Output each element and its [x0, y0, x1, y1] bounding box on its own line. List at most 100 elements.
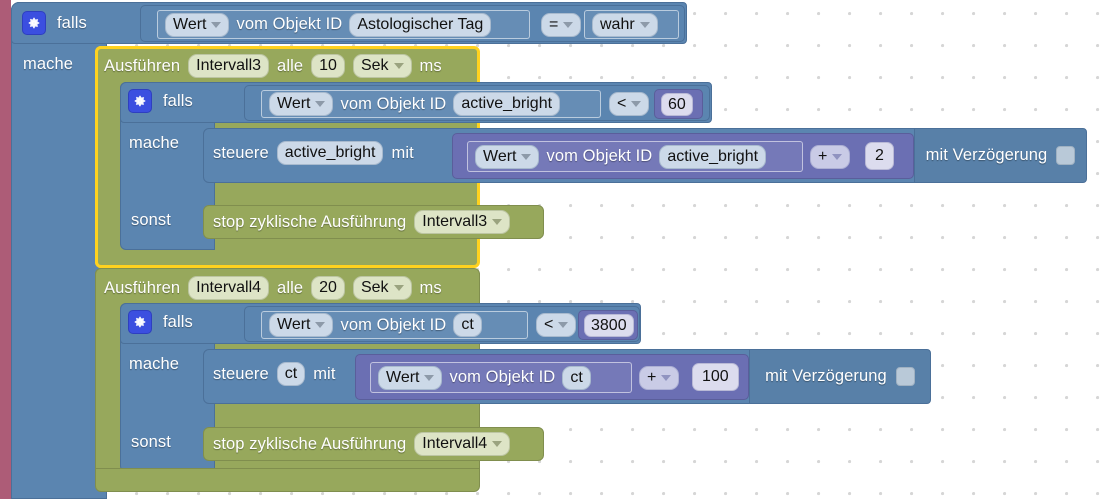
- object-id-field[interactable]: active_bright: [659, 144, 767, 169]
- interval3-unit-dropdown[interactable]: Sek: [352, 54, 412, 78]
- interval3-delay-label: mit Verzögerung: [925, 146, 1048, 165]
- block-interval3-condition-compare[interactable]: Wert vom Objekt ID active_bright < 60: [244, 85, 710, 121]
- outer-condition-operator: =: [549, 16, 559, 33]
- interval3-else-keyword: sonst: [131, 211, 171, 229]
- interval4-do-keyword: mache: [129, 355, 180, 373]
- text-of-object-label: vom Objekt ID: [236, 15, 343, 34]
- chevron-down-icon: [563, 22, 574, 28]
- object-id-field[interactable]: Astologischer Tag: [349, 12, 492, 37]
- interval4-arith-operator: +: [647, 369, 657, 386]
- chevron-down-icon: [521, 153, 532, 160]
- interval4-arith-operator-dropdown[interactable]: +: [639, 366, 680, 390]
- block-outer-condition-compare[interactable]: Wert vom Objekt ID Astologischer Tag =: [140, 5, 685, 42]
- interval4-unit-dropdown[interactable]: Sek: [352, 276, 412, 300]
- interval4-amount-field[interactable]: 20: [311, 276, 345, 300]
- chevron-down-icon: [424, 374, 435, 381]
- interval4-arith-operand: 100: [702, 368, 729, 385]
- flyout-edge: [0, 0, 11, 499]
- interval4-delay-label: mit Verzögerung: [765, 367, 887, 386]
- object-id-field[interactable]: ct: [562, 365, 591, 390]
- interval3-stop-name: Intervall3: [422, 213, 488, 230]
- text-of-object-label: vom Objekt ID: [449, 368, 556, 387]
- object-id-field[interactable]: active_bright: [453, 92, 561, 116]
- gear-icon[interactable]: [22, 11, 46, 35]
- block-interval3-body: [95, 46, 120, 268]
- interval4-control-with-keyword: mit: [313, 364, 336, 383]
- value-selector-dropdown[interactable]: Wert: [475, 144, 540, 169]
- outer-condition-value-dropdown[interactable]: wahr: [592, 12, 658, 37]
- chevron-down-icon: [492, 219, 503, 225]
- interval4-arith-left-operand[interactable]: Wert vom Objekt ID ct: [370, 362, 632, 393]
- interval3-unit-suffix: ms: [419, 56, 442, 75]
- interval4-control-keyword: steuere: [213, 364, 269, 383]
- interval4-unit: Sek: [360, 279, 389, 296]
- block-interval3-delay-panel[interactable]: mit Verzögerung: [914, 128, 1087, 183]
- gear-icon[interactable]: [128, 89, 152, 113]
- object-id-value: Astologischer Tag: [357, 15, 484, 33]
- interval4-stop-name-dropdown[interactable]: Intervall4: [414, 432, 511, 456]
- chevron-down-icon: [393, 63, 404, 69]
- value-selector-dropdown[interactable]: Wert: [269, 92, 334, 116]
- value-selector-label: Wert: [483, 147, 517, 165]
- block-interval4-condition-compare[interactable]: Wert vom Objekt ID ct < 3800: [244, 306, 640, 342]
- interval4-control-target-field[interactable]: ct: [276, 362, 306, 386]
- value-selector-label: Wert: [386, 368, 420, 386]
- interval3-condition-left-operand[interactable]: Wert vom Objekt ID active_bright: [261, 90, 601, 118]
- block-interval4-arith[interactable]: Wert vom Objekt ID ct + 100: [355, 354, 749, 400]
- text-of-object-label: vom Objekt ID: [546, 147, 653, 166]
- interval3-name-field[interactable]: Intervall3: [188, 54, 270, 78]
- outer-condition-operator-dropdown[interactable]: =: [541, 13, 582, 37]
- interval3-control-keyword: steuere: [213, 143, 269, 162]
- chevron-down-icon: [639, 21, 650, 28]
- interval4-condition-number-field[interactable]: 3800: [584, 314, 634, 337]
- interval3-condition-operator-dropdown[interactable]: <: [609, 92, 650, 116]
- block-interval4-condition-number[interactable]: 3800: [578, 310, 638, 340]
- interval4-run-keyword: Ausführen: [104, 278, 181, 297]
- interval3-arith-operator-dropdown[interactable]: +: [810, 145, 851, 169]
- block-interval4-delay-panel[interactable]: mit Verzögerung: [749, 349, 931, 404]
- block-interval3-condition-number[interactable]: 60: [654, 89, 703, 119]
- block-outer-if[interactable]: [11, 2, 107, 499]
- interval3-arith-operand-field[interactable]: 2: [865, 142, 894, 170]
- block-interval3-stop[interactable]: stop zyklische Ausführung Intervall3: [203, 205, 544, 239]
- interval3-control-target: active_bright: [284, 144, 376, 161]
- block-interval4-body: [95, 268, 120, 490]
- outer-condition-value: wahr: [600, 15, 635, 33]
- interval4-delay-checkbox[interactable]: [895, 367, 915, 386]
- interval3-arith-operator: +: [818, 148, 828, 165]
- interval3-run-keyword: Ausführen: [104, 56, 181, 75]
- interval3-unit: Sek: [360, 57, 389, 74]
- interval3-stop-name-dropdown[interactable]: Intervall3: [414, 210, 511, 234]
- value-selector-dropdown[interactable]: Wert: [269, 313, 334, 337]
- interval4-condition-left-operand[interactable]: Wert vom Objekt ID ct: [261, 311, 528, 339]
- chevron-down-icon: [661, 375, 672, 381]
- interval3-control-target-field[interactable]: active_bright: [276, 141, 384, 165]
- interval4-condition-number-value: 3800: [591, 316, 627, 334]
- interval3-arith-left-operand[interactable]: Wert vom Objekt ID active_bright: [467, 141, 803, 172]
- object-id-value: active_bright: [667, 147, 759, 165]
- value-selector-label: Wert: [277, 95, 311, 112]
- chevron-down-icon: [631, 101, 642, 107]
- value-selector-dropdown[interactable]: Wert: [165, 12, 230, 37]
- chevron-down-icon: [393, 285, 404, 291]
- interval3-every-keyword: alle: [277, 56, 304, 75]
- interval4-name-field[interactable]: Intervall4: [188, 276, 270, 300]
- outer-condition-left-operand[interactable]: Wert vom Objekt ID Astologischer Tag: [157, 10, 530, 39]
- interval3-delay-checkbox[interactable]: [1056, 146, 1076, 165]
- object-id-field[interactable]: ct: [453, 313, 482, 337]
- interval4-control-target: ct: [284, 365, 298, 382]
- interval3-stop-label: stop zyklische Ausführung: [213, 212, 407, 231]
- block-interval3-arith[interactable]: Wert vom Objekt ID active_bright + 2: [452, 133, 914, 179]
- gear-icon[interactable]: [128, 310, 152, 334]
- interval4-arith-operand-field[interactable]: 100: [692, 363, 739, 391]
- block-interval4-footer: [95, 468, 480, 492]
- outer-condition-right-operand[interactable]: wahr: [584, 10, 679, 39]
- block-interval4-stop[interactable]: stop zyklische Ausführung Intervall4: [203, 427, 544, 461]
- outer-if-keyword: falls: [57, 13, 87, 32]
- value-selector-dropdown[interactable]: Wert: [378, 365, 443, 390]
- interval4-condition-operator-dropdown[interactable]: <: [536, 313, 577, 337]
- interval3-amount-field[interactable]: 10: [311, 54, 345, 78]
- interval3-condition-number-field[interactable]: 60: [661, 93, 693, 116]
- text-of-object-label: vom Objekt ID: [340, 94, 447, 113]
